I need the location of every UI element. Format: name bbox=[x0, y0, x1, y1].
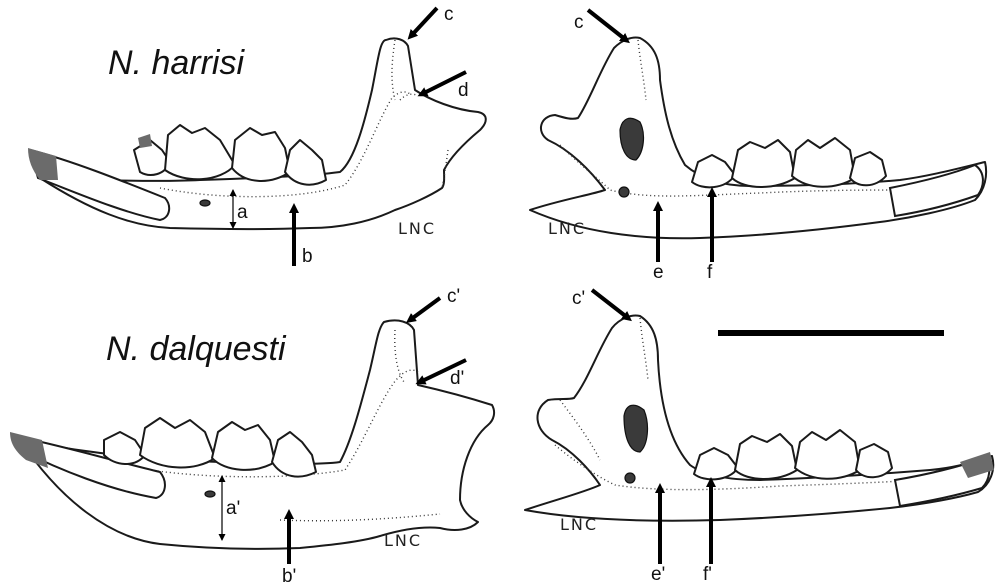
label-c-right: c bbox=[574, 12, 584, 33]
species-label-harrisi: N. harrisi bbox=[108, 44, 245, 82]
label-b-prime: b' bbox=[282, 566, 296, 583]
label-c: c bbox=[444, 4, 454, 25]
incisor-tip bbox=[28, 148, 58, 180]
molar-tooth-1 bbox=[694, 448, 738, 479]
label-b: b bbox=[302, 246, 313, 267]
foramen-small bbox=[625, 473, 635, 483]
incisor-tip bbox=[10, 432, 48, 468]
label-f: f bbox=[707, 262, 713, 283]
premolar-tooth bbox=[856, 444, 892, 477]
molar-tooth-3 bbox=[285, 140, 326, 185]
premolar-tooth bbox=[850, 152, 886, 185]
signature-lnc: LNC bbox=[384, 531, 422, 550]
jaw-dalquesti-medial bbox=[525, 316, 994, 521]
label-a: a bbox=[237, 202, 248, 223]
molar-tooth-2 bbox=[735, 434, 797, 479]
arrow-c-prime bbox=[410, 298, 440, 320]
jaw-harrisi-lateral bbox=[28, 38, 486, 229]
label-c-prime: c' bbox=[447, 286, 460, 307]
label-f-prime: f' bbox=[703, 564, 712, 583]
molar-tooth-2 bbox=[212, 422, 275, 470]
label-a-prime: a' bbox=[226, 498, 240, 519]
mental-foramen bbox=[200, 200, 210, 206]
label-d-prime: d' bbox=[450, 368, 464, 389]
molar-tooth-2 bbox=[232, 128, 290, 181]
molar-tooth-3 bbox=[792, 138, 855, 187]
jaw-harrisi-medial bbox=[530, 37, 986, 238]
label-d: d bbox=[458, 80, 469, 101]
molar-tooth-3 bbox=[272, 432, 316, 477]
signature-lnc: LNC bbox=[548, 219, 586, 238]
molar-tooth-1 bbox=[165, 125, 235, 179]
label-e: e bbox=[653, 262, 664, 283]
label-e-prime: e' bbox=[651, 564, 665, 583]
mental-foramen bbox=[205, 491, 215, 497]
molar-tooth-1 bbox=[692, 155, 735, 187]
premolar-tooth bbox=[104, 432, 145, 464]
signature-lnc: LNC bbox=[560, 515, 598, 534]
arrow-c-right bbox=[588, 10, 626, 40]
molar-tooth-1 bbox=[140, 418, 215, 467]
molar-tooth-3 bbox=[795, 430, 860, 479]
arrow-c bbox=[411, 8, 437, 36]
label-c-prime-right: c' bbox=[572, 288, 585, 309]
molar-tooth-2 bbox=[732, 140, 795, 187]
species-label-dalquesti: N. dalquesti bbox=[106, 330, 287, 368]
arrow-c-prime-right bbox=[592, 290, 628, 318]
signature-lnc: LNC bbox=[398, 219, 436, 238]
foramen-small bbox=[619, 187, 629, 197]
